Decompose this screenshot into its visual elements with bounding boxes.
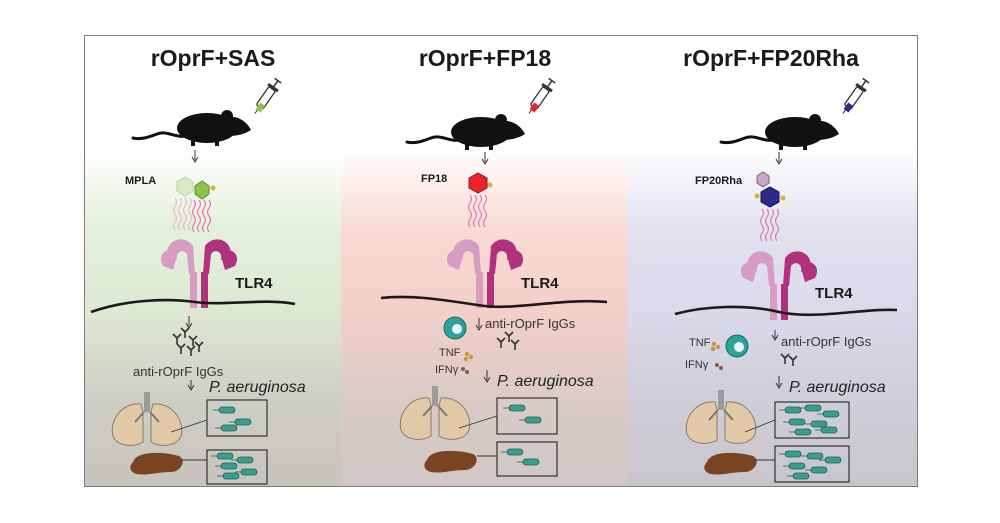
fp18-head-icon [468,172,488,194]
spleen-icon [130,452,183,475]
antibody-label: anti-rOprF IgGs [133,364,224,379]
tlr4-receptor-icon [160,239,238,308]
pathogen-label: P. aeruginosa [497,373,594,390]
cytokine-tnf-label: TNF [439,347,461,359]
macrophage-icon [725,334,749,358]
panel-1-title: rOprF+SAS [151,45,276,71]
mouse-icon [131,108,253,148]
spleen-bacteria-box [496,441,558,477]
receptor-label: TLR4 [521,275,559,292]
cytokine-ifng-label: IFNγ [685,359,709,371]
mpla-head-icon [176,176,194,197]
antibody-cluster-icon [496,331,520,351]
cytokine-tnf-label: TNF [689,337,711,349]
mouse-icon [719,112,841,152]
rhamnose-icon [756,171,770,188]
antibody-cluster-icon [780,353,798,367]
spleen-bacteria-box [206,449,268,485]
panel-3-title: rOprF+FP20Rha [683,45,859,71]
antibody-cluster-icon [172,327,204,357]
panel-1-content: rOprF+SAS MPLA TLR4 anti-rOprF IgGs P. a… [90,45,306,485]
tlr4-receptor-icon [446,239,524,308]
cell-membrane [674,305,898,317]
lung-bacteria-box [496,397,558,435]
syringe-icon [249,76,284,118]
antibody-label: anti-rOprF IgGs [781,334,872,349]
antibody-label: anti-rOprF IgGs [485,316,576,331]
lung-icon [399,385,471,441]
syringe-icon [837,76,872,118]
panel-fp18 [341,36,627,486]
fp20rha-head-icon [760,186,780,208]
cell-membrane [380,295,608,309]
adjuvant-label: FP20Rha [695,175,743,187]
adjuvant-label: MPLA [125,175,156,187]
spleen-bacteria-box [774,445,850,483]
receptor-label: TLR4 [235,275,273,292]
panel-2-title: rOprF+FP18 [419,45,552,71]
macrophage-icon [443,316,467,340]
panel-3-content: rOprF+FP20Rha FP20Rha TLR4 anti-rOprF Ig… [674,45,898,483]
receptor-label: TLR4 [815,285,853,302]
lung-icon [685,389,757,445]
spleen-icon [424,450,477,473]
adjuvant-label: FP18 [421,173,447,185]
pathogen-label: P. aeruginosa [209,379,306,396]
cell-membrane [90,298,296,314]
panel-2-content: rOprF+FP18 FP18 TLR4 anti-rOprF IgGs TNF… [380,45,608,477]
tlr4-receptor-icon [740,251,818,320]
mouse-icon [405,112,527,152]
spleen-icon [704,452,757,475]
lung-icon [111,391,183,447]
syringe-icon [523,76,558,118]
pathogen-label: P. aeruginosa [789,379,886,396]
lung-bacteria-box [206,399,268,437]
figure-frame: rOprF+SAS MPLA TLR4 anti-rOprF IgGs P. a… [84,35,918,487]
cytokine-ifng-label: IFNγ [435,364,459,376]
